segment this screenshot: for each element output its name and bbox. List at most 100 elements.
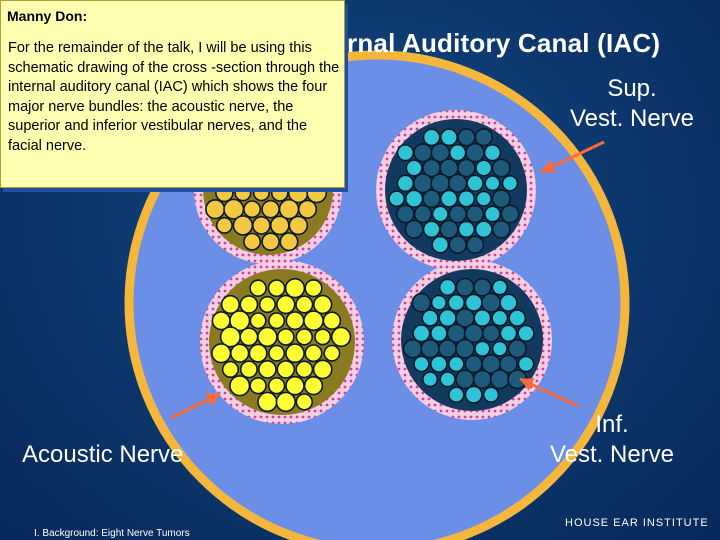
acoustic-nerve: [200, 260, 364, 424]
nerve-fiber: [276, 327, 295, 346]
nerve-fiber: [507, 339, 527, 359]
nerve-fiber: [438, 278, 457, 297]
nerve-fiber: [501, 175, 519, 192]
nerve-fiber: [276, 294, 296, 315]
nerve-fiber: [261, 199, 280, 219]
nerve-fiber: [499, 324, 518, 343]
nerve-fiber: [481, 292, 502, 313]
nerve-fiber: [295, 360, 314, 379]
nerve-fiber: [248, 343, 268, 363]
inf-vest-nerve-label: Inf.Vest. Nerve: [549, 411, 675, 468]
nerve-fiber: [249, 279, 267, 298]
nerve-fiber: [499, 293, 518, 312]
nerve-fiber: [475, 159, 493, 177]
nerve-fiber: [457, 158, 476, 178]
nerve-fiber: [498, 354, 518, 374]
nerve-fiber: [438, 308, 457, 328]
nerve-fiber: [268, 344, 286, 362]
nerve-fiber: [448, 235, 468, 254]
nerve-fiber: [257, 359, 277, 379]
nerve-fiber: [464, 385, 483, 404]
nerve-fiber: [473, 308, 492, 327]
nerve-fiber: [474, 220, 493, 239]
nerve-fiber: [472, 277, 492, 297]
nerve-fiber: [464, 293, 483, 312]
nerve-fiber: [448, 173, 468, 194]
nerve-fiber: [422, 128, 441, 147]
footer-institute-name: HOUSE EAR INSTITUTE: [565, 517, 709, 529]
inferior-vestibular-nerve: [392, 260, 552, 420]
acoustic-nerve-label: Acoustic Nerve: [22, 441, 184, 468]
nerve-fiber: [275, 391, 296, 413]
nerve-fiber: [304, 279, 323, 298]
nerve-fiber: [421, 309, 439, 327]
nerve-fiber: [517, 324, 535, 342]
nerve-fiber: [517, 355, 535, 373]
nerve-fiber: [412, 324, 431, 343]
nerve-fiber: [239, 360, 258, 379]
note-author: Manny Don:: [7, 8, 88, 24]
inf-vest-arrow: [519, 377, 579, 408]
nerve-fiber: [232, 215, 254, 236]
nerve-fiber: [396, 174, 415, 193]
nerve-fiber: [439, 219, 459, 239]
nerve-fiber: [304, 344, 323, 363]
slide-title: Internal Auditory Canal (IAC): [300, 28, 661, 58]
nerve-fiber: [438, 339, 458, 359]
nerve-fiber: [288, 215, 309, 236]
nerve-fiber: [491, 309, 509, 327]
nerve-fiber: [455, 338, 475, 359]
nerve-fiber: [297, 199, 318, 219]
nerve-fiber: [295, 393, 313, 411]
nerve-fiber: [448, 204, 468, 224]
nerve-fiber: [257, 326, 278, 348]
nerve-fiber: [491, 158, 511, 178]
nerve-fiber: [413, 143, 433, 163]
nerve-fiber: [465, 235, 485, 254]
nerve-fiber: [396, 144, 415, 162]
nerve-fiber: [482, 386, 500, 403]
nerve-fiber: [211, 343, 232, 364]
nerve-fiber: [447, 386, 465, 404]
nerve-fiber: [323, 344, 341, 362]
nerve-fiber: [229, 310, 251, 332]
nerve-fiber: [258, 295, 277, 314]
nerve-fiber: [466, 174, 484, 193]
nerve-fiber: [457, 128, 476, 147]
nerve-fiber: [295, 295, 314, 314]
nerve-fiber: [229, 375, 251, 397]
nerve-fiber: [413, 355, 430, 373]
nerve-fiber: [285, 375, 305, 396]
nerve-fiber: [455, 369, 475, 390]
nerve-fiber: [404, 219, 424, 239]
nerve-fiber: [431, 205, 449, 223]
nerve-fiber: [429, 355, 448, 373]
nerve-fiber: [491, 219, 511, 239]
nerve-fiber: [285, 343, 305, 364]
nerve-fiber: [430, 294, 448, 311]
nerve-fiber: [205, 199, 226, 220]
sup-vest-arrow: [540, 140, 605, 174]
nerve-fiber: [322, 311, 342, 331]
nerve-fiber: [251, 215, 271, 235]
nerve-fiber: [474, 340, 491, 357]
nerve-fiber: [221, 360, 239, 379]
nerve-fiber: [439, 371, 456, 388]
nerve-fiber: [457, 189, 476, 208]
nerve-fiber: [402, 338, 423, 359]
nerve-fiber: [411, 292, 432, 313]
nerve-fiber: [220, 294, 240, 315]
acoustic-arrow: [170, 392, 221, 420]
nerve-fiber: [422, 189, 442, 209]
nerve-fiber: [330, 326, 352, 348]
sup-vest-nerve-label: Sup.Vest. Nerve: [569, 75, 695, 132]
nerve-fiber: [447, 355, 465, 373]
nerve-fiber: [279, 232, 299, 252]
nerve-fiber: [491, 279, 508, 296]
nerve-fiber: [215, 216, 233, 234]
nerve-fiber: [422, 220, 441, 239]
nerve-fiber: [388, 190, 406, 208]
nerve-fiber: [395, 204, 415, 224]
speaker-note[interactable]: Manny Don: For the remainder of the talk…: [0, 0, 345, 188]
nerve-fiber: [465, 142, 485, 163]
